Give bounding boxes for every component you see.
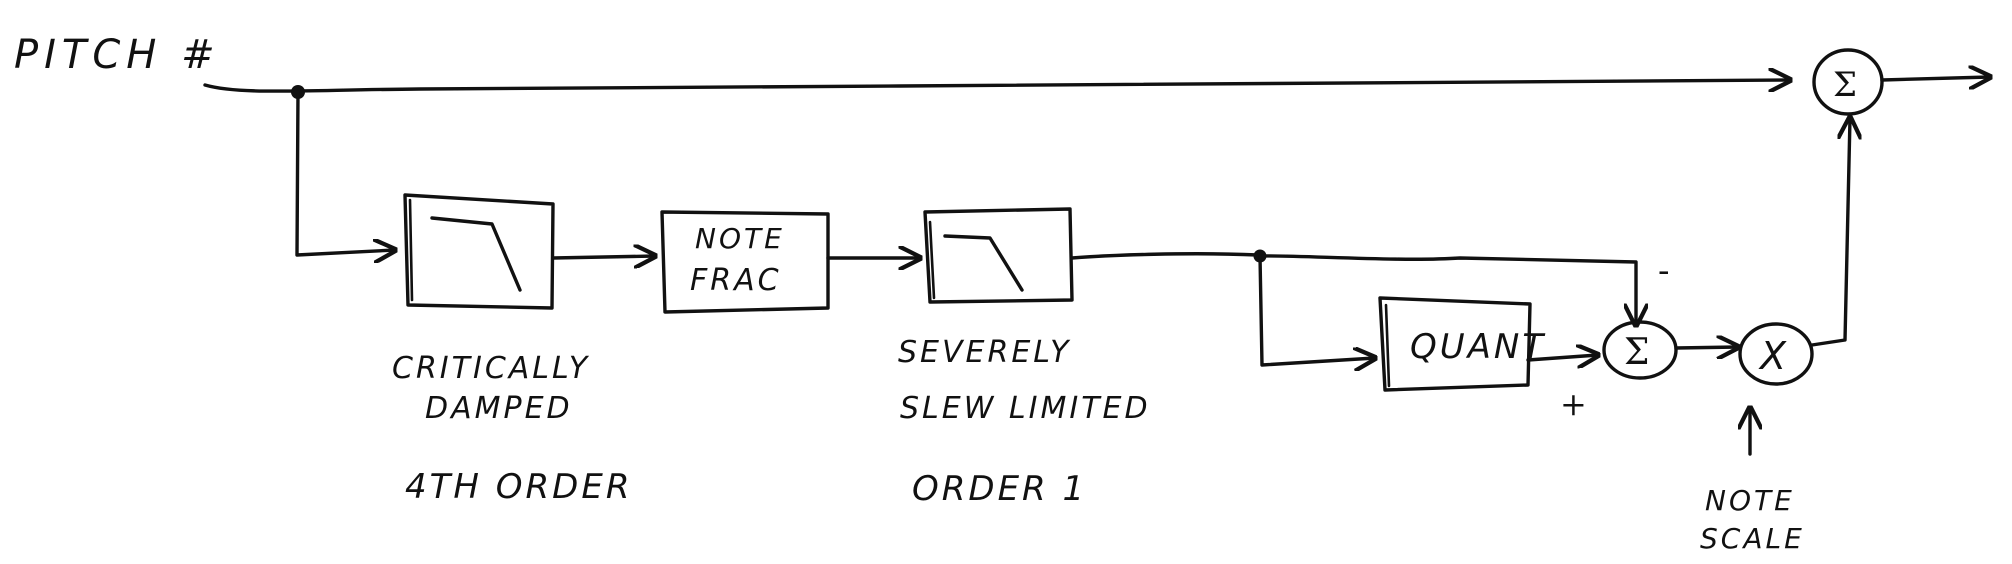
filter1-block (403, 193, 555, 310)
quant-block (1378, 296, 1532, 392)
note-scale-label-line1: NOTE (1705, 484, 1795, 517)
main-signal-line (203, 80, 1790, 93)
filter1-order-label: 4TH ORDER (405, 467, 632, 507)
wire-to-quant (1258, 254, 1375, 365)
input-label: PITCH # (14, 32, 221, 78)
quant-label: QUANT (1410, 327, 1546, 367)
sum-plus-sign: + (1560, 385, 1587, 423)
filter1-annotation-line2: DAMPED (425, 391, 573, 426)
lowpass-filter-icon (430, 216, 522, 292)
output-sum-junction-icon (1812, 48, 1884, 116)
note-frac-label-line1: NOTE (695, 222, 785, 255)
lowpass-filter-icon-2 (943, 234, 1024, 292)
filter2-annotation-line1: SEVERELY (898, 335, 1071, 370)
output-sum-symbol: Σ (1833, 65, 1857, 105)
branch-wire-to-filter1 (295, 90, 395, 255)
note-scale-label-line2: SCALE (1700, 522, 1805, 555)
filter2-block (923, 207, 1074, 304)
output-wire (1880, 77, 1990, 80)
filter1-annotation-line1: CRITICALLY (392, 351, 590, 386)
sum-junction-symbol: Σ (1624, 332, 1649, 373)
note-frac-label-line2: FRAC (690, 263, 782, 298)
wire-filter2-out (1070, 252, 1260, 260)
wire-quant-to-sum (1526, 355, 1598, 360)
wire-to-sum-minus (1258, 254, 1636, 325)
filter2-annotation-line2: SLEW LIMITED (900, 391, 1151, 426)
multiply-junction-icon (1738, 322, 1814, 386)
multiply-junction-symbol: X (1758, 334, 1789, 378)
note-frac-block (660, 210, 830, 314)
sum-minus-sign: - (1658, 251, 1670, 291)
wire-sum-to-multiply (1674, 347, 1738, 348)
wire-multiply-to-output-sum (1810, 118, 1850, 347)
wire-filter1-to-notefrac (551, 256, 655, 258)
filter2-order-label: ORDER 1 (912, 469, 1087, 509)
sum-junction-icon (1602, 320, 1678, 380)
